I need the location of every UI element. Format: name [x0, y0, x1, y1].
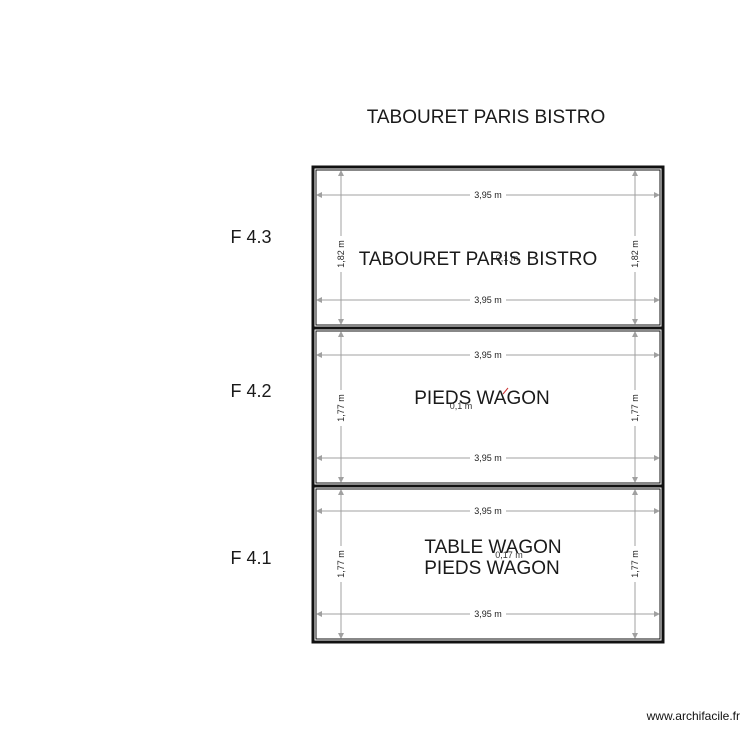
- dimension-label: 1,77 m: [630, 394, 640, 422]
- dimensions-f42: 3,95 m 3,95 m 1,77 m 1,77 m: [316, 331, 660, 483]
- room-f41-inner-wall: [315, 488, 661, 640]
- dimension-label: 3,95 m: [474, 350, 502, 360]
- dimension-label: 3,95 m: [474, 453, 502, 463]
- room-f41-walls: [311, 484, 665, 644]
- room-label-f42: PIEDS WAGON: [414, 388, 549, 409]
- inner-dimension-f42: 0,1 m: [450, 401, 473, 411]
- plan-title: TABOURET PARIS BISTRO: [367, 107, 606, 128]
- dimension-label: 1,77 m: [336, 550, 346, 578]
- room-f41[interactable]: [311, 484, 665, 644]
- dimension-label: 1,82 m: [336, 240, 346, 268]
- dimension-label: 1,77 m: [630, 550, 640, 578]
- room-f42[interactable]: [311, 326, 665, 488]
- room-f43-inner-wall: [315, 169, 661, 326]
- row-label-f41: F 4.1: [230, 548, 271, 568]
- row-label-f43: F 4.3: [230, 227, 271, 247]
- row-label-f42: F 4.2: [230, 381, 271, 401]
- room-f42-inner-wall: [315, 330, 661, 484]
- room-label-f43: TABOURET PARIS BISTRO: [359, 249, 598, 270]
- inner-dimension-f41: 0,17 m: [495, 550, 523, 560]
- room-label-f41-line1: TABLE WAGON: [424, 537, 561, 558]
- marker-icon: [502, 387, 509, 395]
- dimension-label: 3,95 m: [474, 609, 502, 619]
- credit-text[interactable]: www.archifacile.fr: [646, 709, 740, 723]
- dimensions-f41: 3,95 m 3,95 m 1,77 m 1,77 m: [316, 489, 660, 639]
- dimension-label: 1,77 m: [336, 394, 346, 422]
- room-label-f41-line2: PIEDS WAGON: [424, 558, 559, 579]
- dimension-label: 3,95 m: [474, 506, 502, 516]
- dimensions-f43: 3,95 m 3,95 m 1,82 m 1,82 m: [316, 170, 660, 325]
- dimension-label: 3,95 m: [474, 295, 502, 305]
- dimension-label: 1,82 m: [630, 240, 640, 268]
- room-f43[interactable]: [311, 165, 665, 330]
- dimension-label: 3,95 m: [474, 190, 502, 200]
- inner-dimension-f43: 0,1 m: [496, 253, 519, 263]
